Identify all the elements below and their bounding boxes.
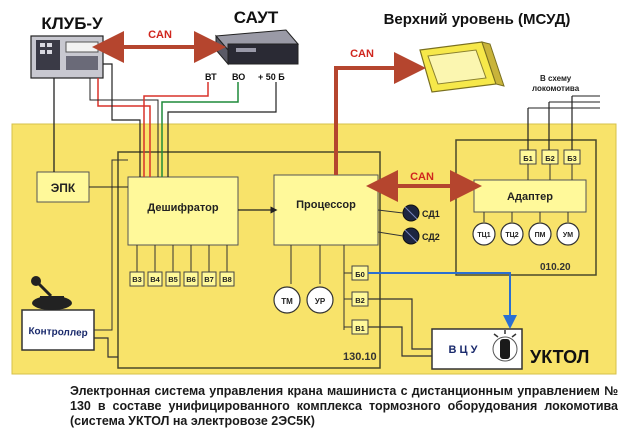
valve-b0-label: Б0 bbox=[355, 270, 365, 279]
decoder-outputs: В3 В4 В5 В6 В7 В8 bbox=[129, 245, 235, 287]
leds: СД1 СД2 bbox=[377, 204, 440, 245]
decoder-output-label: В8 bbox=[222, 275, 232, 284]
saut-device-icon bbox=[214, 29, 300, 66]
controller-label: Контроллер bbox=[28, 326, 88, 339]
decoder-output-label: В7 bbox=[204, 275, 214, 284]
gauge-icon bbox=[556, 222, 580, 246]
led-1-label: СД1 bbox=[422, 209, 440, 219]
saut-terminal-vo: ВО bbox=[232, 72, 245, 82]
valve-v1-label: В1 bbox=[355, 324, 365, 333]
led-2-label: СД2 bbox=[422, 232, 440, 242]
can-label-2: CAN bbox=[350, 48, 374, 60]
gauge-icon bbox=[472, 222, 496, 246]
adapter-sensors: ТЦ1 ТЦ2 ПМ УМ bbox=[472, 212, 580, 246]
adapter-label: Адаптер bbox=[507, 191, 553, 203]
proc-sensors: ТМ УР bbox=[273, 245, 334, 314]
adapter-sensor-label: ПМ bbox=[535, 232, 546, 239]
decoder-output-label: В4 bbox=[150, 275, 160, 284]
decoder-output-pin bbox=[147, 271, 163, 287]
controller-block bbox=[21, 309, 95, 351]
processor-block bbox=[273, 174, 379, 246]
adapter-inputs: Б1 Б2 Б3 bbox=[519, 149, 581, 180]
decoder-block bbox=[127, 176, 239, 246]
decoder-label: Дешифратор bbox=[147, 202, 218, 214]
switch-knob-icon bbox=[492, 330, 518, 362]
gauge-icon bbox=[500, 222, 524, 246]
sensor-ur-label: УР bbox=[315, 297, 326, 306]
gauge-icon bbox=[273, 286, 301, 314]
decoder-output-label: В5 bbox=[168, 275, 178, 284]
valve-v2-label: В2 bbox=[355, 296, 365, 305]
sensor-tm-label: ТМ bbox=[281, 297, 293, 306]
decoder-output-pin bbox=[201, 271, 217, 287]
decoder-output-pin bbox=[219, 271, 235, 287]
decoder-output-pin bbox=[183, 271, 199, 287]
valve-blocks: Б0 В2 В1 bbox=[343, 245, 369, 335]
klub-title: КЛУБ-У bbox=[41, 14, 103, 33]
adapter-sensor-label: ТЦ2 bbox=[505, 232, 518, 239]
saut-title: САУТ bbox=[234, 8, 279, 27]
upper-level-title: Верхний уровень (МСУД) bbox=[384, 11, 571, 28]
loco-scheme-line1: В схему bbox=[540, 74, 572, 83]
adapter-sensor-label: УМ bbox=[563, 232, 573, 239]
adapter-input-label: Б1 bbox=[523, 154, 533, 163]
adapter-input-label: Б2 bbox=[545, 154, 555, 163]
adapter-input-label: Б3 bbox=[567, 154, 577, 163]
decoder-output-label: В6 bbox=[186, 275, 196, 284]
can-label-1: CAN bbox=[148, 29, 172, 41]
klub-device-icon bbox=[30, 35, 104, 79]
processor-label: Процессор bbox=[296, 199, 356, 211]
epk-label: ЭПК bbox=[51, 181, 76, 195]
figure-caption: Электронная система управления крана маш… bbox=[70, 384, 618, 428]
uktol-label: УКТОЛ bbox=[530, 347, 589, 367]
unit-010-20-label: 010.20 bbox=[540, 262, 571, 273]
loco-scheme-line2: локомотива bbox=[532, 84, 580, 93]
monitor-icon bbox=[419, 41, 505, 93]
can-bus-upper bbox=[334, 52, 426, 175]
saut-terminal-50b: + 50 Б bbox=[258, 72, 285, 82]
gauge-icon bbox=[306, 286, 334, 314]
joystick-icon bbox=[31, 276, 72, 310]
decoder-output-pin bbox=[165, 271, 181, 287]
decoder-output-label: В3 bbox=[132, 275, 142, 284]
gauge-icon bbox=[528, 222, 552, 246]
adapter-sensor-label: ТЦ1 bbox=[477, 232, 490, 239]
can-label-3: CAN bbox=[410, 171, 434, 183]
decoder-output-pin bbox=[129, 271, 145, 287]
saut-terminal-vt: ВТ bbox=[205, 72, 217, 82]
unit-130-10-label: 130.10 bbox=[343, 351, 377, 363]
vcu-label: В Ц У bbox=[449, 344, 478, 356]
adapter-block bbox=[473, 179, 587, 213]
